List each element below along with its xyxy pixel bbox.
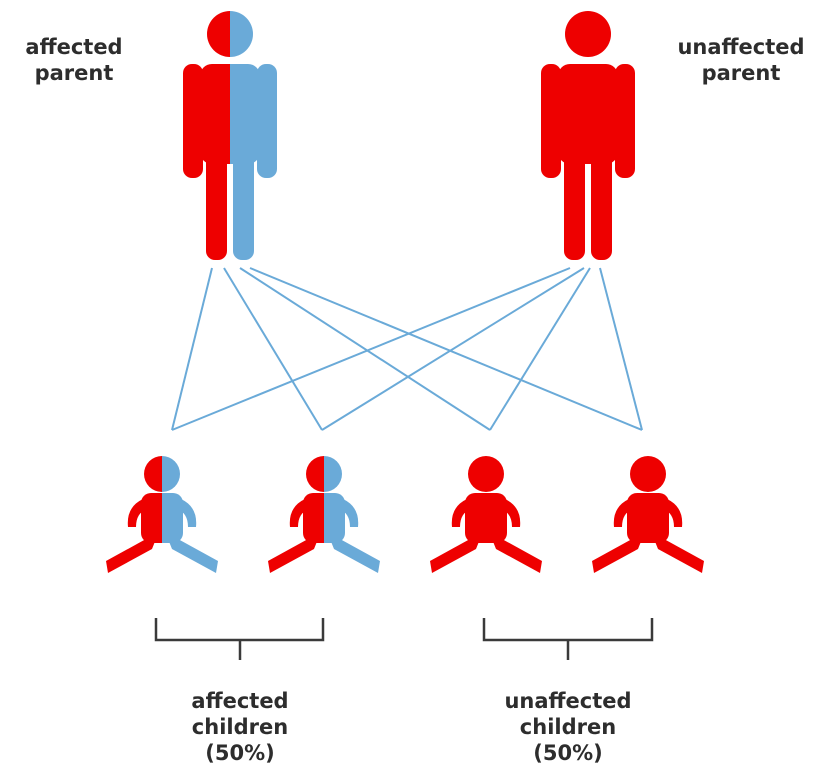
connector-line bbox=[223, 267, 323, 431]
connector-line bbox=[239, 267, 491, 431]
label-line: affected bbox=[25, 35, 123, 59]
connector-line bbox=[171, 267, 213, 431]
connector-line bbox=[489, 267, 591, 431]
affected-parent-label: affected parent bbox=[14, 34, 134, 86]
label-line: parent bbox=[701, 61, 781, 85]
connector-line bbox=[599, 267, 643, 431]
label-line: children bbox=[191, 715, 289, 739]
label-line: children bbox=[519, 715, 617, 739]
label-line: affected bbox=[191, 689, 289, 713]
connector-lines bbox=[171, 267, 643, 431]
unaffected-children-label: unaffected children (50%) bbox=[478, 688, 658, 766]
affected-children-bracket bbox=[154, 618, 325, 660]
affected-parent-figure bbox=[183, 11, 277, 260]
unaffected-parent-figure bbox=[541, 11, 635, 260]
label-line: unaffected bbox=[677, 35, 805, 59]
unaffected-children-bracket bbox=[482, 618, 654, 660]
affected-children-label: affected children (50%) bbox=[150, 688, 330, 766]
label-line: (50%) bbox=[205, 741, 275, 765]
label-line: unaffected bbox=[504, 689, 632, 713]
affected-child-figure bbox=[106, 456, 218, 573]
label-line: parent bbox=[34, 61, 114, 85]
affected-child-figure bbox=[268, 456, 380, 573]
connector-line bbox=[171, 267, 571, 431]
connector-line bbox=[249, 267, 643, 431]
label-line: (50%) bbox=[533, 741, 603, 765]
connector-line bbox=[321, 267, 585, 431]
unaffected-child-figure bbox=[592, 456, 704, 573]
unaffected-parent-label: unaffected parent bbox=[666, 34, 816, 86]
unaffected-child-figure bbox=[430, 456, 542, 573]
